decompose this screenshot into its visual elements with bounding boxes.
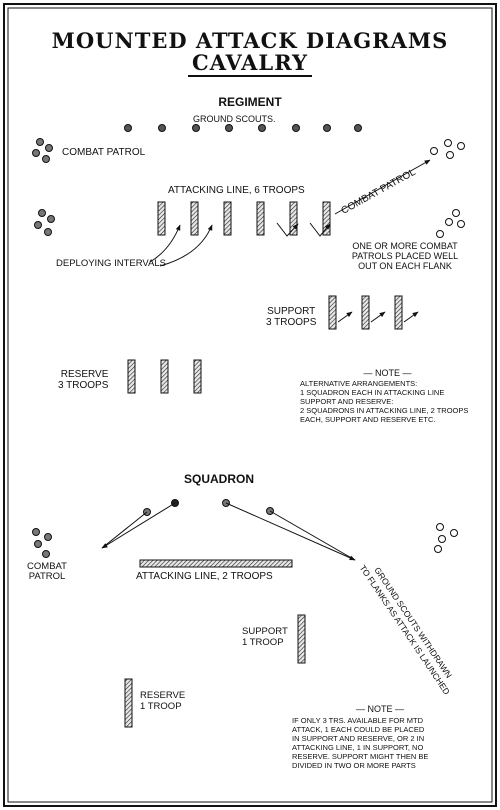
regiment-note-heading: — NOTE — [363, 368, 412, 378]
reserve-label-line: 1 TROOP [140, 701, 182, 712]
combat-patrol-left-top [32, 138, 53, 163]
note-line: SUPPORT AND RESERVE: [300, 397, 394, 406]
ground-scouts-label: GROUND SCOUTS. [193, 114, 276, 124]
attacking-line-label: ATTACKING LINE, 6 TROOPS [168, 185, 305, 196]
combat-patrol-line: COMBAT [27, 561, 67, 572]
squadron-heading: SQUADRON [184, 472, 255, 486]
regiment-reserve [127, 359, 202, 394]
reserve-label: RESERVE 3 TROOPS [58, 369, 108, 391]
squadron-attacking-line-label: ATTACKING LINE, 2 TROOPS [136, 571, 273, 582]
reserve-label-line: 3 TROOPS [58, 380, 109, 391]
note-line: 1 SQUADRON EACH IN ATTACKING LINE [300, 388, 445, 397]
squadron-reserve-label: RESERVE 1 TROOP [140, 690, 185, 712]
outer-border [3, 3, 497, 807]
squadron-note: IF ONLY 3 TRS. AVAILABLE FOR MTD ATTACK,… [292, 716, 428, 770]
squadron-combat-patrol-left [32, 528, 52, 558]
support-label-line: SUPPORT [267, 306, 316, 317]
regiment-attacking-line [157, 201, 331, 236]
note-line: RESERVE. SUPPORT MIGHT THEN BE [292, 752, 429, 761]
combat-patrol-left-label: COMBAT PATROL [62, 147, 146, 158]
regiment-note: ALTERNATIVE ARRANGEMENTS: 1 SQUADRON EAC… [300, 379, 468, 424]
combat-patrol-right-flank [436, 209, 465, 238]
regiment-heading: REGIMENT [218, 95, 282, 109]
combat-patrol-leader-line [334, 159, 431, 215]
note-line: ALTERNATIVE ARRANGEMENTS: [300, 379, 418, 388]
note-line: 2 SQUADRONS IN ATTACKING LINE, 2 TROOPS [300, 406, 469, 415]
squadron-ground-scouts [143, 499, 274, 516]
regiment-support [328, 295, 403, 330]
regiment-ground-scouts [124, 124, 362, 132]
note-line: DIVIDED IN TWO OR MORE PARTS [292, 761, 416, 770]
note-line: IN SUPPORT AND RESERVE, OR 2 IN [292, 734, 425, 743]
flank-note: ONE OR MORE COMBAT PATROLS PLACED WELL O… [350, 241, 460, 271]
note-line: IF ONLY 3 TRS. AVAILABLE FOR MTD [292, 716, 424, 725]
reserve-label-line: RESERVE [140, 690, 186, 701]
combat-patrol-left-middle [34, 209, 55, 236]
scout-withdraw-lines [101, 502, 356, 561]
page-title: MOUNTED ATTACK DIAGRAMS [51, 28, 449, 53]
squadron-combat-patrol-right [434, 523, 458, 553]
squadron-support-label: SUPPORT 1 TROOP [242, 626, 288, 648]
flank-note-line: OUT ON EACH FLANK [358, 261, 452, 271]
deploying-intervals-label: DEPLOYING INTERVALS [56, 258, 166, 269]
support-label-line: SUPPORT [242, 626, 288, 637]
support-label-line: 1 TROOP [242, 637, 284, 648]
deploying-interval-arrows [149, 222, 331, 267]
note-line: ATTACK, 1 EACH COULD BE PLACED [292, 725, 425, 734]
squadron-note-heading: — NOTE — [355, 704, 404, 714]
reserve-label-line: RESERVE [60, 369, 109, 380]
support-label: SUPPORT 3 TROOPS [266, 306, 316, 328]
squadron-reserve [124, 678, 133, 728]
support-label-line: 3 TROOPS [266, 317, 317, 328]
note-line: ATTACKING LINE, 1 IN SUPPORT, NO [292, 743, 424, 752]
squadron-attacking-line [139, 559, 293, 568]
combat-patrol-line: PATROL [28, 571, 66, 582]
note-line: EACH, SUPPORT AND RESERVE ETC. [300, 415, 436, 424]
flank-note-line: ONE OR MORE COMBAT [352, 241, 458, 251]
flank-note-line: PATROLS PLACED WELL [351, 251, 459, 261]
combat-patrol-right-top [430, 139, 465, 159]
page-subtitle: CAVALRY [0, 50, 500, 77]
inner-border [7, 7, 493, 803]
support-arrows [337, 311, 419, 323]
squadron-support [297, 614, 306, 664]
squadron-combat-patrol-label: COMBAT PATROL [18, 562, 76, 582]
